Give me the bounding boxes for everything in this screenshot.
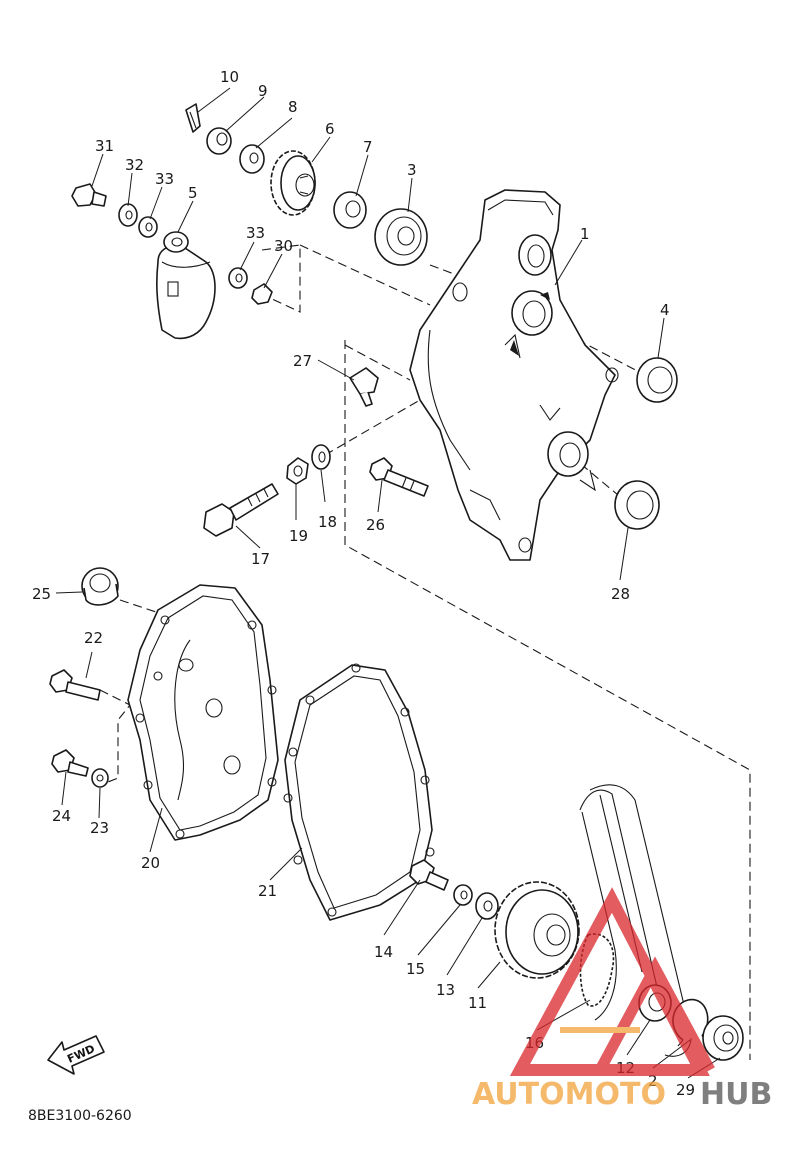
washer-18 <box>311 444 331 470</box>
part-label: 9 <box>258 82 268 100</box>
part-label: 11 <box>468 994 487 1012</box>
part-label: 29 <box>676 1081 695 1099</box>
part-label: 17 <box>251 550 270 568</box>
part-label: 31 <box>95 137 114 155</box>
part-label: 27 <box>293 352 312 370</box>
gasket-21 <box>283 663 435 921</box>
bolt-14 <box>409 859 449 891</box>
chain-case-cover-20 <box>127 584 279 841</box>
washer-33b <box>228 267 248 289</box>
oil-seal-4 <box>636 357 678 403</box>
part-label: 14 <box>374 943 393 961</box>
oil-seal-28 <box>614 480 660 530</box>
bolt-24 <box>51 749 89 777</box>
watermark-text-part1: AUTOMOTO <box>472 1077 666 1112</box>
washer-15 <box>453 884 473 906</box>
bolt-17 <box>203 483 279 537</box>
washer-8 <box>239 144 265 174</box>
part-label: 25 <box>32 585 51 603</box>
part-label: 5 <box>188 184 198 202</box>
part-label: 20 <box>141 854 160 872</box>
part-label: 13 <box>436 981 455 999</box>
housing-1 <box>409 189 619 561</box>
part-label: 32 <box>125 156 144 174</box>
bolt-31 <box>71 183 107 207</box>
drawing-code: 8BE3100-6260 <box>28 1108 132 1124</box>
cotter-pin-10 <box>185 103 201 133</box>
dashed-assembly-lines <box>99 244 751 1060</box>
part-label: 28 <box>611 585 630 603</box>
washer-33a <box>138 216 158 238</box>
part-label: 21 <box>258 882 277 900</box>
part-label: 24 <box>52 807 71 825</box>
automotohub-watermark: AUTOMOTO HUB <box>472 887 772 1112</box>
bearing-29 <box>702 1015 744 1061</box>
part-label: 10 <box>220 68 239 86</box>
part-label: 33 <box>246 224 265 242</box>
fwd-arrow: FWD <box>47 1035 105 1075</box>
nut-19 <box>286 457 309 485</box>
sprocket-11 <box>494 881 580 979</box>
part-label: 6 <box>325 120 335 138</box>
watermark-text-part2: HUB <box>700 1077 772 1112</box>
part-label: 7 <box>363 138 373 156</box>
washer-23 <box>91 768 109 788</box>
bolt-22 <box>49 669 101 701</box>
part-labels: 10 9 8 6 7 3 1 4 31 32 33 5 33 30 27 18 … <box>32 68 695 1099</box>
part-label: 3 <box>407 161 417 179</box>
part-label: 18 <box>318 513 337 531</box>
grease-nipple-27 <box>349 367 379 407</box>
cap-25 <box>81 567 119 606</box>
part-label: 30 <box>274 237 293 255</box>
part-label: 23 <box>90 819 109 837</box>
sprocket-6 <box>270 150 316 216</box>
watermark-triangle-icon <box>509 887 715 1076</box>
part-label: 33 <box>155 170 174 188</box>
part-label: 4 <box>660 301 670 319</box>
washer-13 <box>475 892 499 920</box>
part-label: 26 <box>366 516 385 534</box>
part-label: 15 <box>406 960 425 978</box>
nut-30 <box>251 283 273 305</box>
washer-32 <box>118 203 138 227</box>
collar-7 <box>333 191 367 229</box>
part-label: 8 <box>288 98 298 116</box>
chain-guide-5 <box>156 231 216 340</box>
part-label: 2 <box>648 1072 658 1090</box>
part-label: 22 <box>84 629 103 647</box>
part-label: 19 <box>289 527 308 545</box>
bolt-26 <box>369 457 429 497</box>
castle-nut-9 <box>206 127 232 155</box>
bearing-3 <box>374 208 428 266</box>
part-label: 1 <box>580 225 590 243</box>
